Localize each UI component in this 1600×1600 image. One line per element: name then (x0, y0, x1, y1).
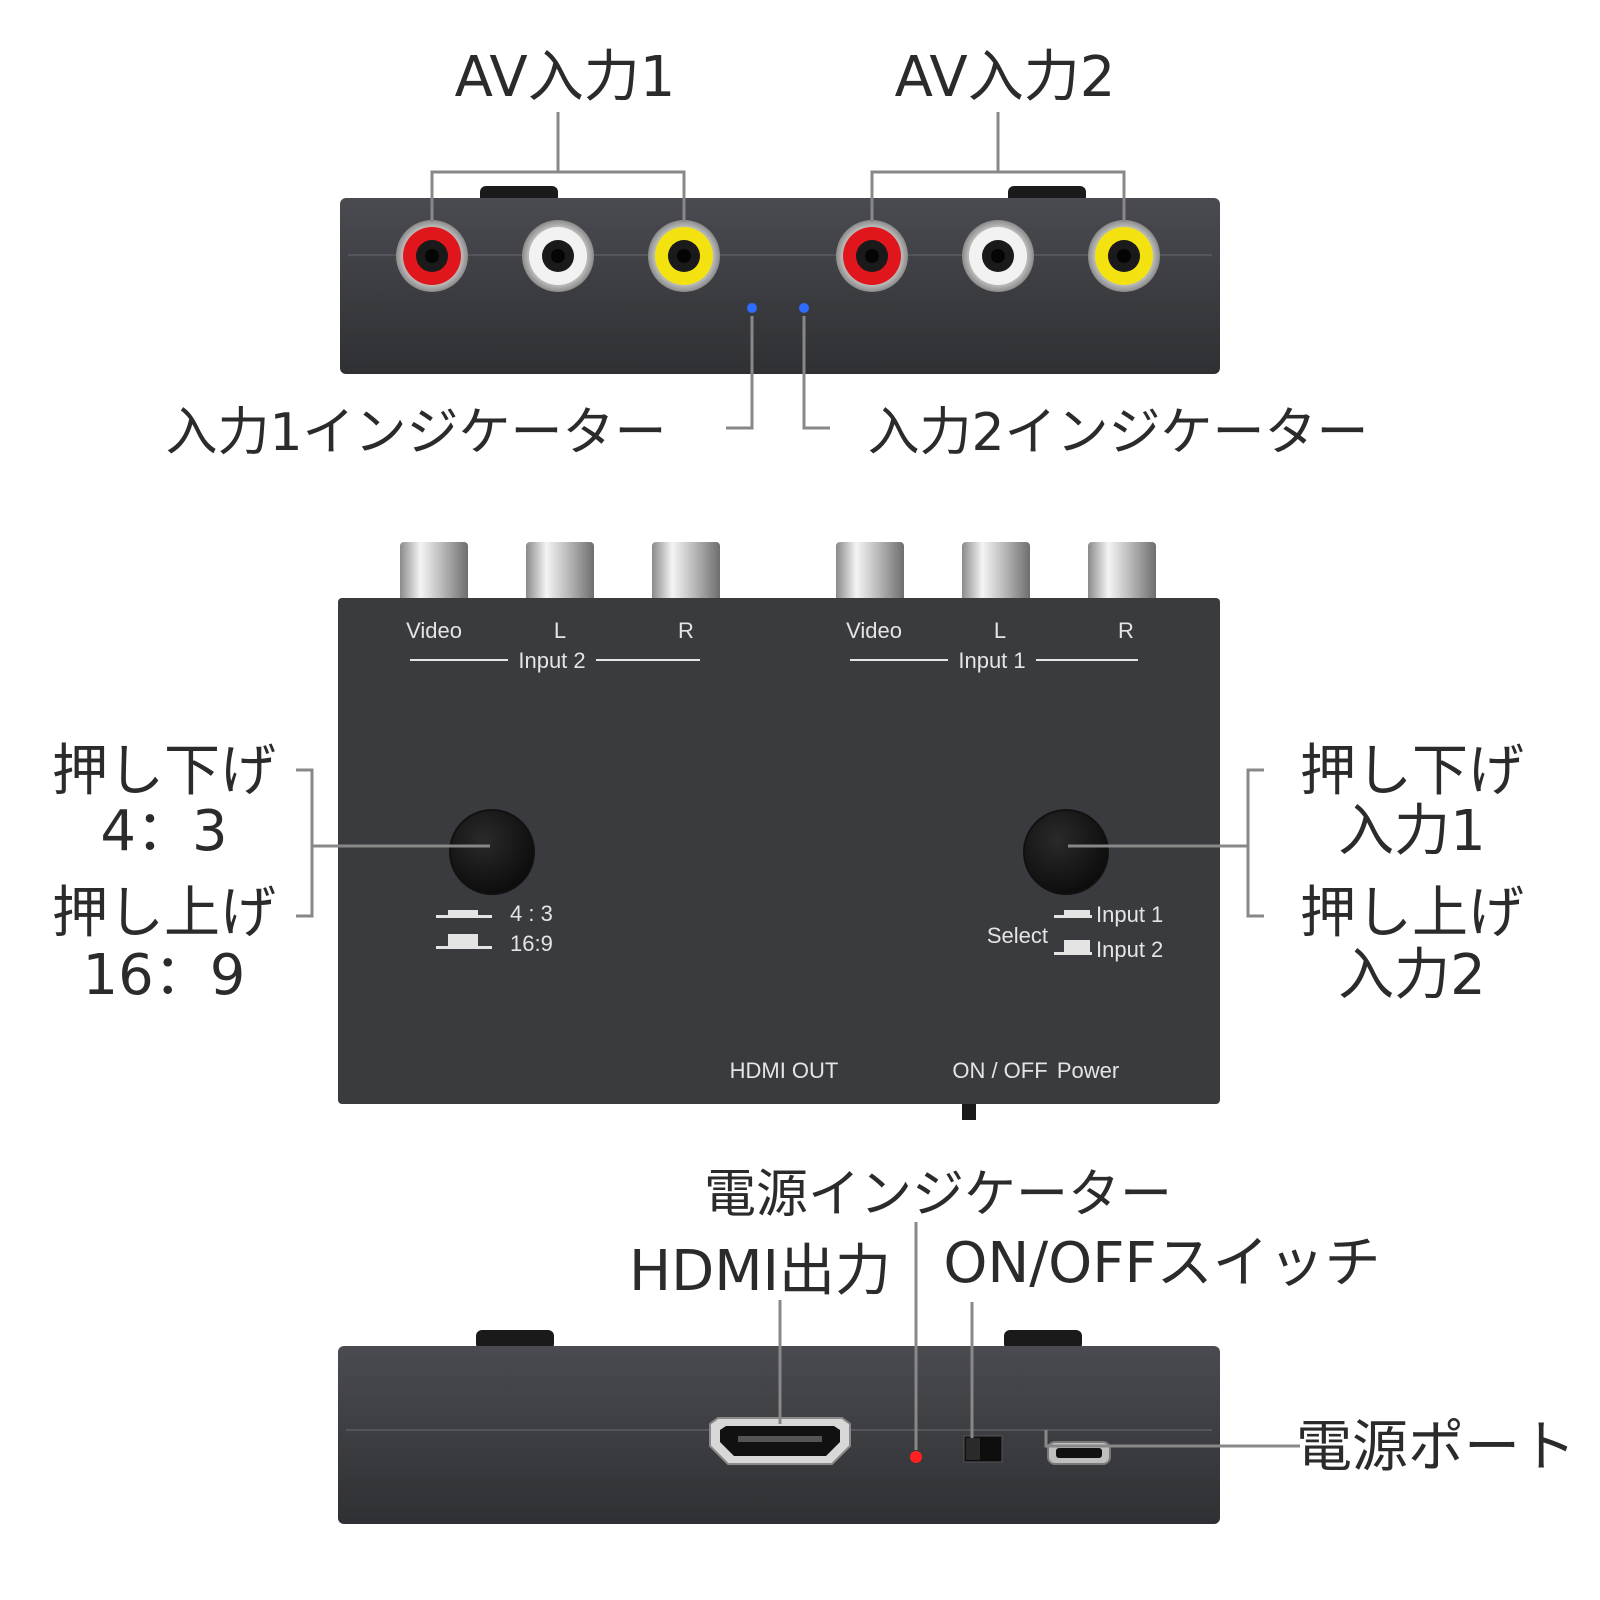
av-input-1-label: AV入力1 (455, 45, 676, 110)
leader-lines-top (430, 112, 1126, 430)
ratio-169-label: 16:9 (510, 931, 553, 956)
av-input-2-jacks (836, 220, 1160, 292)
r-label: R (1118, 618, 1134, 643)
video-label: Video (406, 618, 462, 643)
foot-bumper (1004, 1330, 1082, 1350)
aspect-ratio-button[interactable] (449, 809, 535, 895)
power-led (910, 1451, 922, 1463)
aspect-push-down-label: 押し下げ (52, 739, 276, 804)
ratio-43-label: 4 : 3 (510, 901, 553, 926)
device-top-face (338, 598, 1220, 1104)
on-off-label: ON / OFF (952, 1058, 1047, 1083)
l-label: L (994, 618, 1006, 643)
l-label: L (554, 618, 566, 643)
device-front-face (340, 198, 1220, 374)
rca-jack-white[interactable] (522, 220, 594, 292)
on-off-switch[interactable] (963, 1435, 1003, 1463)
switch-tab (962, 1104, 976, 1120)
input-select-button[interactable] (1023, 809, 1109, 895)
input2-group-label: Input 2 (518, 648, 585, 673)
rca-jack-red[interactable] (396, 220, 468, 292)
av-input-2-label: AV入力2 (895, 45, 1116, 110)
rca-jack-white[interactable] (962, 220, 1034, 292)
select-input1-label: Input 1 (1096, 902, 1163, 927)
input1-group-label: Input 1 (958, 648, 1025, 673)
hdmi-port[interactable] (709, 1417, 851, 1465)
top-face-view: Video L R Input 2 Video L R Input 1 4 : … (52, 542, 1524, 1120)
video-label: Video (846, 618, 902, 643)
rca-barrels (400, 542, 1156, 602)
power-port-label: 電源ポート (1296, 1415, 1576, 1480)
select-input1-callout: 入力1 (1338, 799, 1486, 864)
input2-indicator-label: 入力2インジケーター (867, 403, 1368, 463)
select-push-up-label: 押し上げ (1300, 881, 1524, 946)
av-input-1-jacks (396, 220, 720, 292)
select-input2-label: Input 2 (1096, 937, 1163, 962)
foot-bumper (476, 1330, 554, 1350)
rca-jack-yellow[interactable] (648, 220, 720, 292)
hdmi-output-label: HDMI出力 (629, 1239, 891, 1304)
input2-led (799, 303, 809, 313)
power-indicator-label: 電源インジケーター (704, 1165, 1172, 1225)
power-label: Power (1057, 1058, 1119, 1083)
input1-indicator-label: 入力1インジケーター (165, 403, 666, 463)
aspect-push-up-label: 押し上げ (52, 881, 276, 946)
leader-lines-middle (296, 768, 1264, 918)
aspect-ratio-markings (436, 910, 492, 949)
aspect-169-label: 16：9 (83, 943, 246, 1008)
hdmi-out-label: HDMI OUT (730, 1058, 839, 1083)
select-input2-callout: 入力2 (1338, 943, 1486, 1008)
aspect-43-label: 4：3 (100, 799, 227, 864)
select-push-down-label: 押し下げ (1300, 739, 1524, 804)
leader-lines-bottom (778, 1222, 1300, 1450)
rca-jack-yellow[interactable] (1088, 220, 1160, 292)
select-label: Select (987, 923, 1048, 948)
top-view: AV入力1 AV入力2 入力1インジケーター 入力2インジケーター (165, 45, 1368, 463)
rca-jack-red[interactable] (836, 220, 908, 292)
rear-view: 電源インジケーター HDMI出力 ON/OFFスイッチ 電源ポート (338, 1165, 1576, 1524)
select-markings (1054, 910, 1092, 955)
onoff-switch-label: ON/OFFスイッチ (943, 1231, 1380, 1296)
input1-led (747, 303, 757, 313)
r-label: R (678, 618, 694, 643)
